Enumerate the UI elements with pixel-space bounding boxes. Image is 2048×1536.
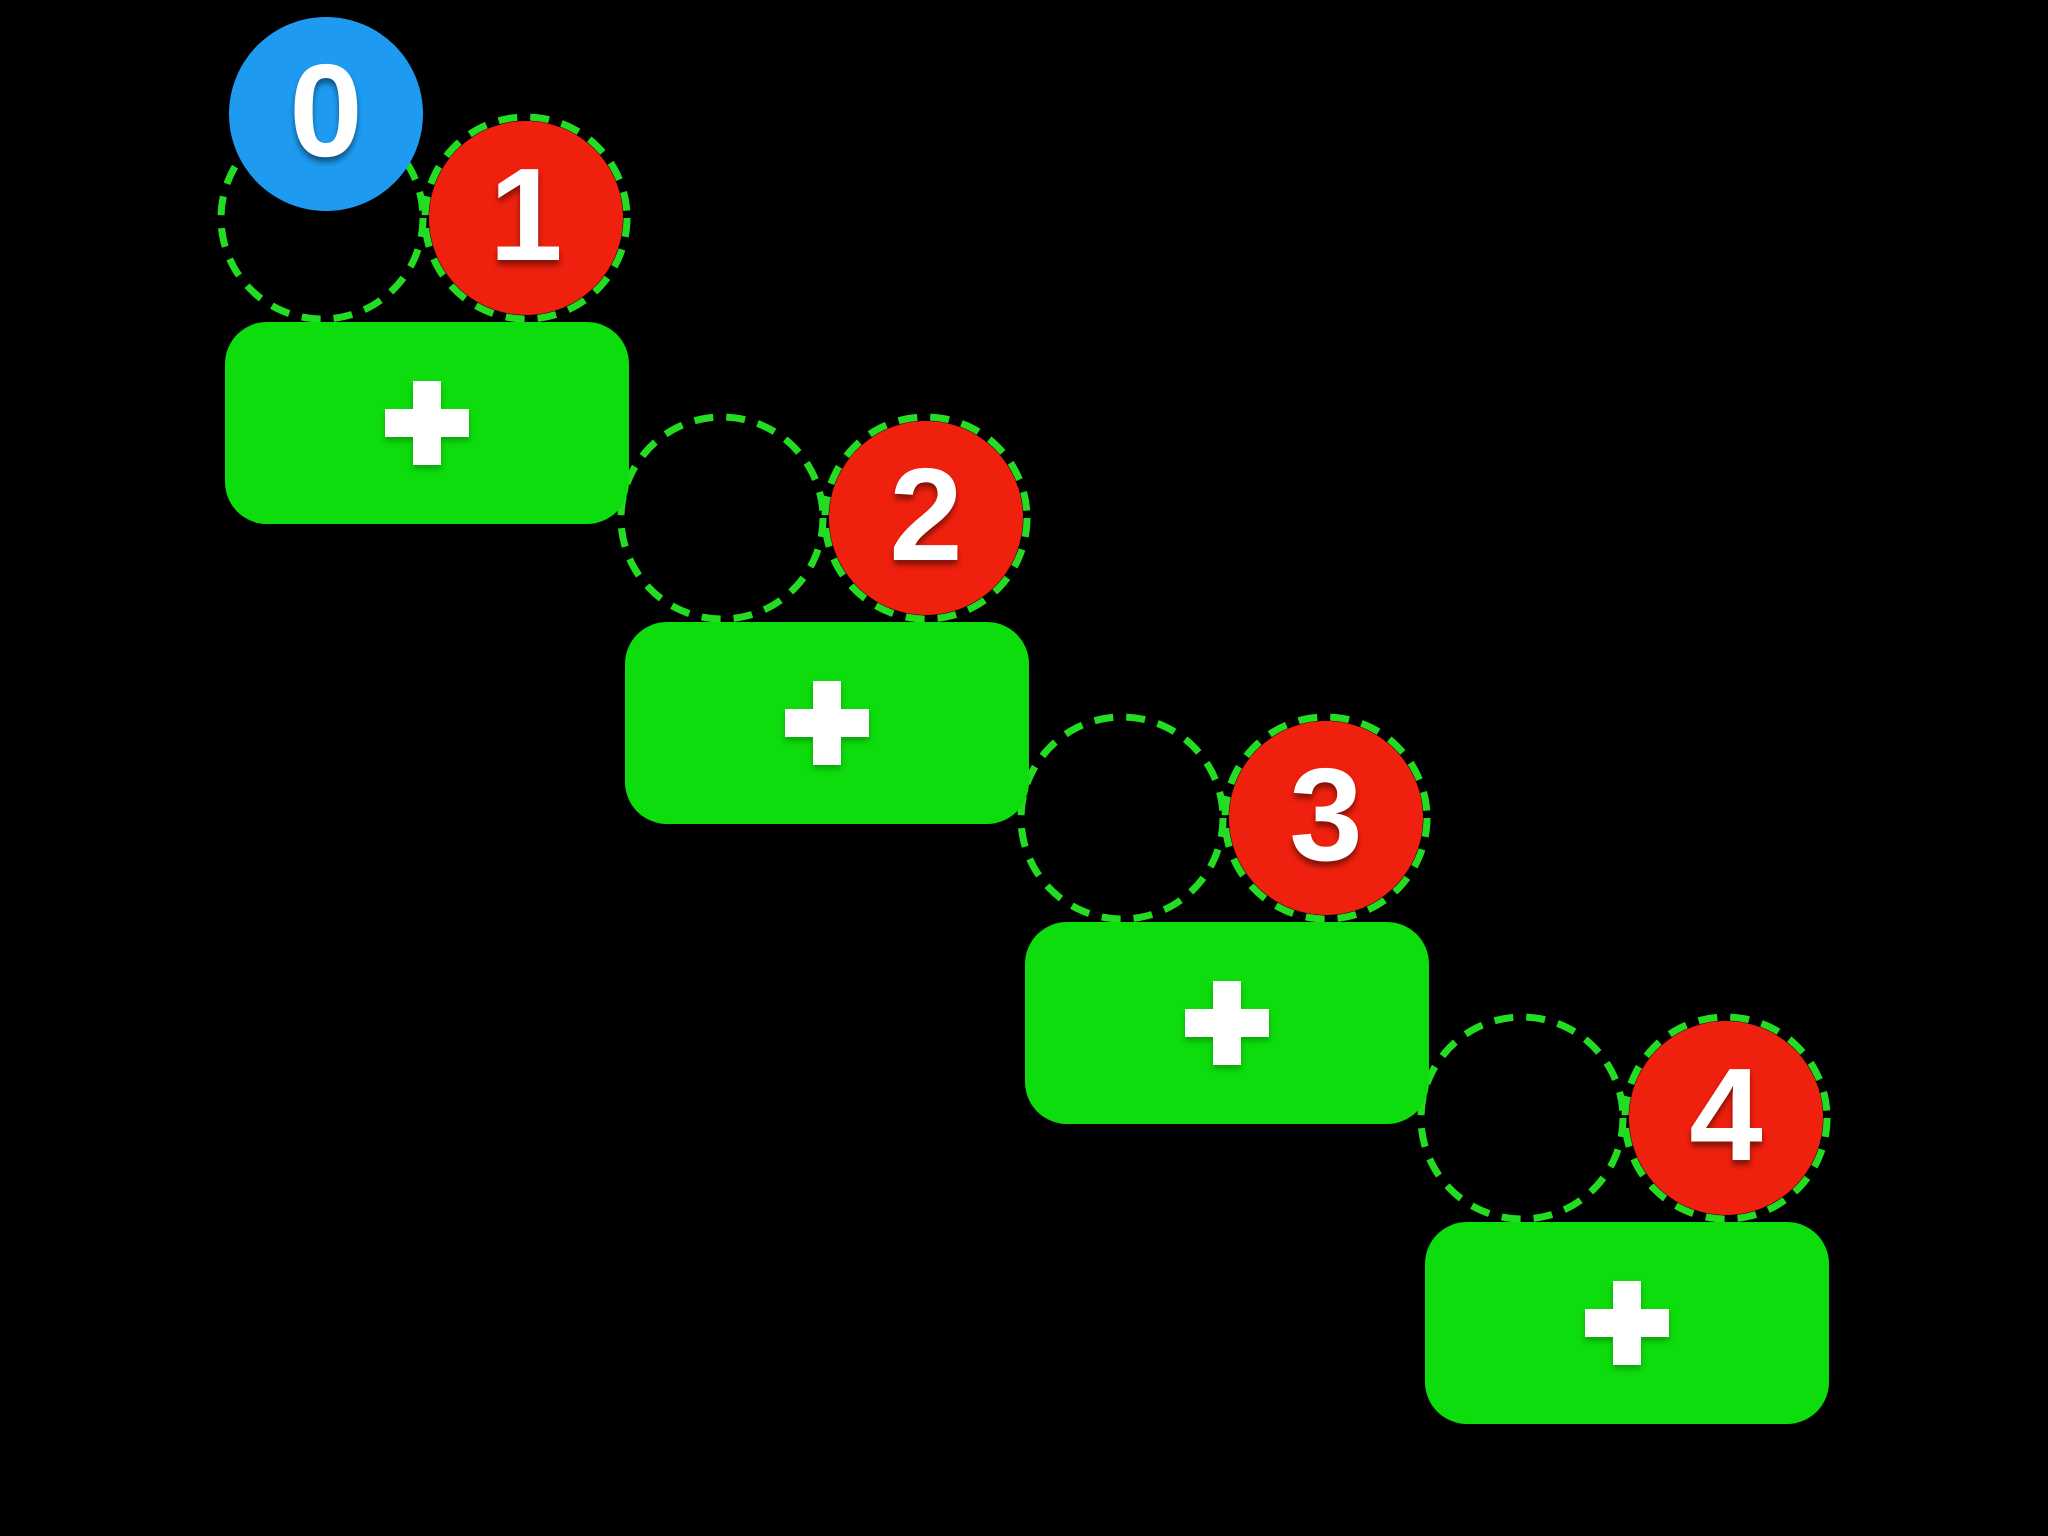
add-one-button-1[interactable] — [225, 322, 629, 524]
plus-icon — [385, 381, 469, 465]
add-one-button-4[interactable] — [1425, 1222, 1829, 1424]
drop-slot-4[interactable] — [1413, 1009, 1631, 1227]
token-label: 0 — [289, 37, 363, 184]
number-token-2[interactable]: 2 — [821, 413, 1031, 623]
token-label: 4 — [1689, 1041, 1763, 1188]
add-one-button-3[interactable] — [1025, 922, 1429, 1124]
plus-icon — [785, 681, 869, 765]
number-token-3[interactable]: 3 — [1221, 713, 1431, 923]
drop-slot-2[interactable] — [613, 409, 831, 627]
plus-icon — [1585, 1281, 1669, 1365]
token-label: 1 — [489, 141, 563, 288]
token-label: 3 — [1289, 741, 1363, 888]
add-one-button-2[interactable] — [625, 622, 1029, 824]
token-label: 2 — [889, 441, 963, 588]
number-token-1[interactable]: 1 — [421, 113, 631, 323]
number-token-4[interactable]: 4 — [1621, 1013, 1831, 1223]
current-number-token[interactable]: 0 — [229, 17, 423, 211]
drop-slot-3[interactable] — [1013, 709, 1231, 927]
plus-icon — [1185, 981, 1269, 1065]
